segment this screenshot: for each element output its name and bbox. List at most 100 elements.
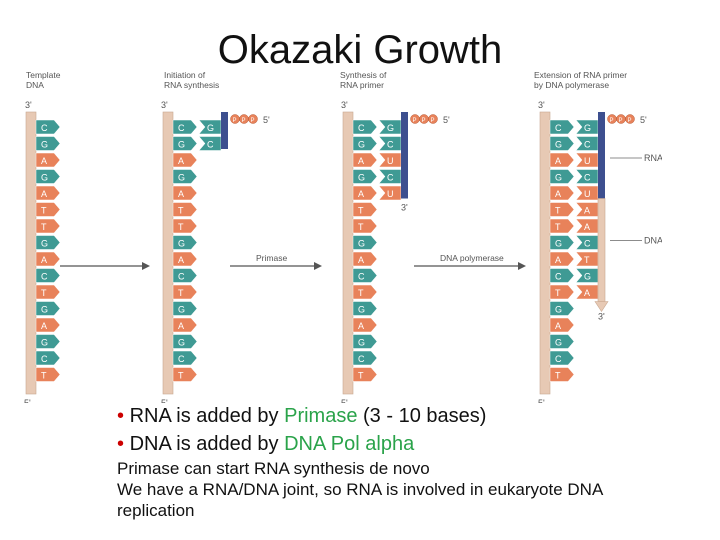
five-prime-label: 5' <box>341 398 348 403</box>
bullet-text-tail: (3 - 10 bases) <box>357 405 487 427</box>
template-base <box>172 317 198 333</box>
template-base <box>172 218 198 234</box>
bullet-dna-polalpha: • DNA is added by DNA Pol alpha <box>117 430 677 458</box>
template-base-letter: A <box>358 156 364 166</box>
bullet-list: • RNA is added by Primase (3 - 10 bases)… <box>117 402 677 521</box>
paired-base-letter: G <box>207 123 214 133</box>
five-prime-label: 5' <box>24 398 31 403</box>
paired-base-letter: C <box>584 140 591 150</box>
phosphate <box>625 114 635 124</box>
template-base-letter: A <box>178 321 184 331</box>
bullet-text: DNA is added by <box>129 433 285 455</box>
template-base-letter: T <box>41 288 47 298</box>
template-base-letter: G <box>555 338 562 348</box>
template-base <box>35 119 61 135</box>
template-base-letter: A <box>41 156 47 166</box>
template-base <box>352 350 378 366</box>
bullet-highlight-polalpha: DNA Pol alpha <box>284 433 415 455</box>
note-rna-dna-joint: We have a RNA/DNA joint, so RNA is invol… <box>117 480 603 520</box>
phosphate-letter: P <box>422 118 426 124</box>
phosphate-letter: P <box>610 118 614 124</box>
paired-base <box>575 152 599 168</box>
template-base <box>549 202 575 217</box>
stage-label-line: Synthesis of <box>340 70 387 80</box>
primer-five-prime-label: 5' <box>640 115 647 125</box>
rna-label: RNA <box>644 153 662 163</box>
phosphate-letter: P <box>242 118 246 124</box>
template-base <box>352 218 378 234</box>
rna-primer-backbone <box>598 112 605 199</box>
template-base-letter: C <box>178 123 185 133</box>
stage-label-line: Extension of RNA primer <box>534 70 627 80</box>
template-base <box>549 136 575 151</box>
template-base-letter: C <box>358 272 365 282</box>
paired-base <box>575 119 599 135</box>
template-base-letter: A <box>555 321 561 331</box>
template-base <box>35 136 61 151</box>
template-base <box>35 268 61 283</box>
template-base-letter: C <box>41 123 48 133</box>
template-base-letter: G <box>358 140 365 150</box>
phosphate-letter: P <box>628 118 632 124</box>
paired-base <box>198 136 222 151</box>
process-arrow-label: Primase <box>256 253 287 263</box>
template-base-letter: G <box>178 338 185 348</box>
paired-base <box>378 185 402 201</box>
template-base <box>352 301 378 316</box>
template-base-letter: A <box>178 189 184 199</box>
template-base <box>549 185 575 201</box>
three-prime-label: 3' <box>161 100 168 110</box>
template-base <box>352 268 378 283</box>
template-base-letter: C <box>358 123 365 133</box>
template-base-letter: G <box>41 338 48 348</box>
phosphate-letter: P <box>619 118 623 124</box>
paired-base <box>575 185 599 201</box>
paired-base-letter: G <box>387 123 394 133</box>
template-base-letter: C <box>358 354 365 364</box>
template-base-letter: G <box>358 338 365 348</box>
paired-base-letter: A <box>584 206 590 216</box>
template-base <box>172 136 198 151</box>
paired-base-letter: C <box>584 239 591 249</box>
paired-base-letter: U <box>584 156 591 166</box>
template-base <box>352 317 378 333</box>
template-base <box>352 284 378 300</box>
template-base <box>172 334 198 349</box>
primer-five-prime-label: 5' <box>443 115 450 125</box>
paired-base-letter: C <box>207 140 214 150</box>
template-base <box>549 235 575 250</box>
template-base <box>352 251 378 267</box>
paired-base-letter: U <box>387 156 394 166</box>
template-backbone <box>539 111 551 395</box>
paired-base-letter: C <box>387 173 394 183</box>
template-base <box>172 152 198 168</box>
template-base <box>172 284 198 300</box>
paired-base <box>575 218 599 234</box>
template-backbone <box>342 111 354 395</box>
template-base <box>172 350 198 366</box>
stage-label-line: RNA synthesis <box>164 80 219 90</box>
template-base <box>172 185 198 201</box>
five-prime-label: 5' <box>161 398 168 403</box>
paired-base <box>575 202 599 217</box>
five-prime-label: 5' <box>538 398 545 403</box>
three-prime-label: 3' <box>25 100 32 110</box>
bullet-dot: • <box>117 405 125 427</box>
process-arrowhead <box>142 262 150 270</box>
template-base-letter: G <box>555 173 562 183</box>
paired-base-letter: C <box>584 173 591 183</box>
template-base-letter: A <box>358 321 364 331</box>
bullet-text: RNA is added by <box>129 405 285 427</box>
template-base <box>35 350 61 366</box>
template-base <box>35 169 61 184</box>
template-base <box>35 251 61 267</box>
paired-base <box>575 251 599 267</box>
template-base-letter: T <box>41 222 47 232</box>
template-base <box>35 152 61 168</box>
template-base-letter: G <box>178 239 185 249</box>
template-base-letter: T <box>358 222 364 232</box>
template-base <box>549 251 575 267</box>
paired-base-letter: A <box>584 222 590 232</box>
template-base <box>549 367 575 382</box>
template-base <box>35 218 61 234</box>
